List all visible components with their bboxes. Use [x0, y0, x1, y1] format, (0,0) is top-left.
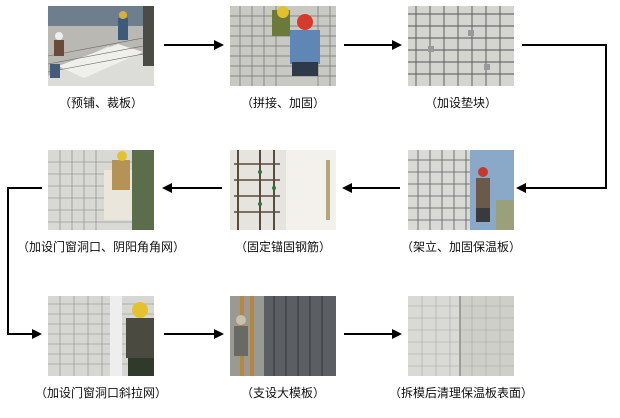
- step-6-caption: （加设门窗洞口、阴阳角角网）: [16, 240, 185, 254]
- anchor-rebar-photo: [230, 150, 336, 230]
- workers-laying-boards-photo: [48, 6, 154, 86]
- arrow-3-to-4: [516, 44, 607, 193]
- spacer-blocks-rebar-photo: [408, 6, 514, 86]
- diagonal-mesh-photo: [48, 296, 154, 376]
- step-5-caption: （固定锚固钢筋）: [234, 240, 331, 254]
- worker-splicing-mesh-photo: [230, 6, 336, 86]
- clean-board-surface-photo: [408, 296, 514, 376]
- large-formwork-photo: [230, 296, 336, 376]
- step-1-caption: （预铺、裁板）: [58, 96, 143, 110]
- step-8-caption: （支设大模板）: [240, 386, 325, 400]
- step-7-caption: （加设门窗洞口斜拉网）: [34, 386, 167, 400]
- erect-insulation-board-photo: [408, 150, 514, 230]
- arrow-6-to-7: [7, 187, 42, 339]
- step-2-caption: （拼接、加固）: [240, 96, 325, 110]
- opening-corner-mesh-photo: [48, 150, 154, 230]
- step-9-caption: （拆模后清理保温板表面）: [388, 386, 533, 400]
- step-4-caption: （架立、加固保温板）: [400, 240, 521, 254]
- step-3-caption: （加设垫块）: [424, 96, 497, 110]
